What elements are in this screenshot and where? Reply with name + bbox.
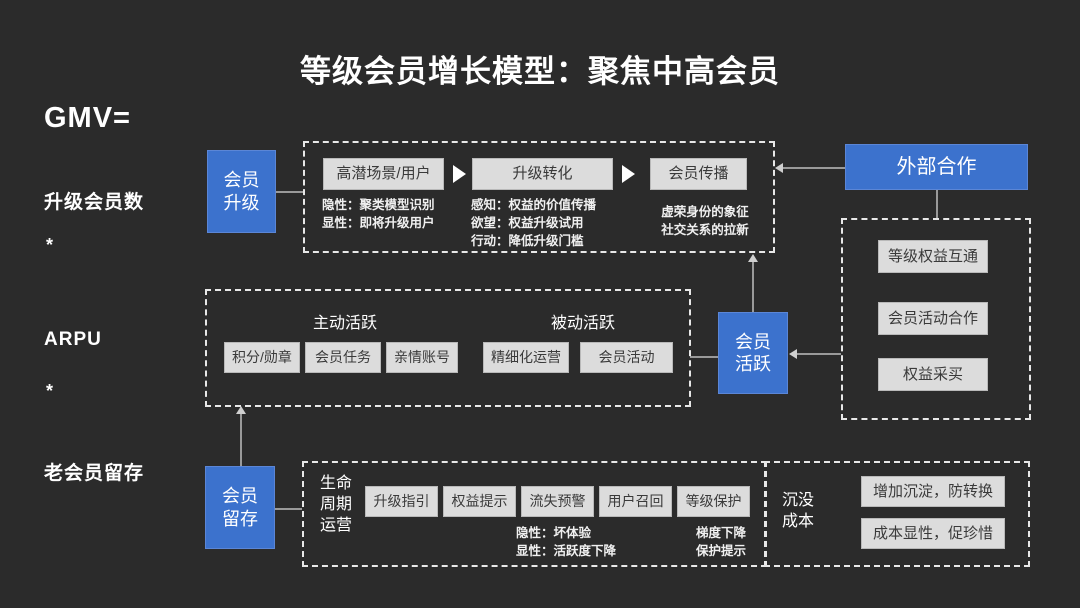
connector-retention-to-activegroups <box>240 414 242 466</box>
connector-external-to-items <box>936 190 938 218</box>
flow-step-1-chip[interactable]: 高潜场景/用户 <box>323 158 444 190</box>
connector-retention-to-activegroups-arrow-icon <box>236 406 246 414</box>
lifecycle-chip-1[interactable]: 升级指引 <box>365 486 438 517</box>
active-group-1-chip-2[interactable]: 会员任务 <box>305 342 381 373</box>
connector-active-to-flow-arrow-icon <box>748 254 758 262</box>
formula-term-arpu: ARPU <box>44 329 102 350</box>
active-group-1-heading: 主动活跃 <box>312 315 377 332</box>
active-group-2-heading: 被动活跃 <box>550 315 615 332</box>
lifecycle-chip-3[interactable]: 流失预警 <box>521 486 594 517</box>
connector-activegroups-to-active <box>690 356 718 358</box>
node-member-upgrade[interactable]: 会员 升级 <box>207 150 276 233</box>
external-item-2[interactable]: 会员活动合作 <box>878 302 988 335</box>
lifecycle-note-protect: 梯度下降 保护提示 <box>695 526 746 559</box>
external-items-container <box>841 218 1031 420</box>
sunk-cost-label: 沉没 成本 <box>781 492 814 530</box>
lifecycle-chip-5[interactable]: 等级保护 <box>677 486 750 517</box>
flow-step-3-notes: 虚荣身份的象征 社交关系的拉新 <box>661 205 749 238</box>
lifecycle-chip-4[interactable]: 用户召回 <box>599 486 672 517</box>
connector-upgrade-to-flow <box>276 191 304 193</box>
active-group-1-chip-3[interactable]: 亲情账号 <box>386 342 458 373</box>
active-groups-container <box>205 289 691 407</box>
connector-external-to-flow-arrow-icon <box>775 163 783 173</box>
connector-externalitems-to-active-arrow-icon <box>789 349 797 359</box>
active-group-2-chip-1[interactable]: 精细化运营 <box>483 342 569 373</box>
lifecycle-note-loss: 隐性：坏体验 显性：活跃度下降 <box>516 526 617 559</box>
flow-step-2-chip[interactable]: 升级转化 <box>472 158 613 190</box>
external-item-3[interactable]: 权益采买 <box>878 358 988 391</box>
node-member-retention[interactable]: 会员 留存 <box>205 466 275 549</box>
page-title: 等级会员增长模型：聚焦中高会员 <box>300 54 780 89</box>
formula-operator-2: * <box>46 381 54 401</box>
formula-term-upgrade-count: 升级会员数 <box>44 192 145 213</box>
upgrade-flow-container <box>303 141 775 253</box>
connector-external-to-flow <box>782 167 845 169</box>
formula-operator-1: * <box>46 235 54 255</box>
active-group-1-chip-1[interactable]: 积分/勋章 <box>224 342 300 373</box>
node-external-cooperation[interactable]: 外部合作 <box>845 144 1028 190</box>
sunk-cost-container <box>764 461 1030 567</box>
node-member-active[interactable]: 会员 活跃 <box>718 312 788 394</box>
lifecycle-container <box>302 461 767 567</box>
formula-term-retention: 老会员留存 <box>44 463 145 484</box>
flow-step-3-chip[interactable]: 会员传播 <box>650 158 747 190</box>
formula-gmv-label: GMV= <box>44 102 131 134</box>
flow-step-2-notes: 感知：权益的价值传播 欲望：权益升级试用 行动：降低升级门槛 <box>471 198 597 249</box>
lifecycle-chip-2[interactable]: 权益提示 <box>443 486 516 517</box>
sunk-cost-item-1[interactable]: 增加沉淀，防转换 <box>861 476 1005 507</box>
lifecycle-label: 生命 周期 运营 <box>319 475 352 534</box>
connector-retention-to-lifecycle <box>275 508 302 510</box>
sunk-cost-item-2[interactable]: 成本显性，促珍惜 <box>861 518 1005 549</box>
flow-step-1-notes: 隐性：聚类模型识别 显性：即将升级用户 <box>322 198 435 231</box>
connector-externalitems-to-active <box>796 353 841 355</box>
flow-arrow-1-icon <box>453 165 466 183</box>
flow-arrow-2-icon <box>622 165 635 183</box>
connector-active-to-flow <box>752 262 754 312</box>
external-item-1[interactable]: 等级权益互通 <box>878 240 988 273</box>
active-group-2-chip-2[interactable]: 会员活动 <box>580 342 673 373</box>
